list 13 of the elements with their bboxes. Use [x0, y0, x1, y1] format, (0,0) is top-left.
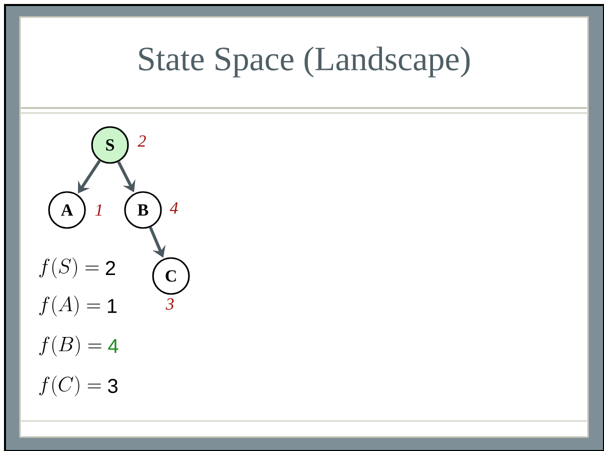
value: 3	[108, 378, 118, 394]
formula: $f(C) =$	[39, 376, 101, 396]
value: 1	[108, 299, 117, 313]
value: 4	[108, 339, 118, 353]
formula: $f(A) =$	[39, 296, 100, 316]
formula: $f(B) =$	[39, 336, 102, 356]
value: 2	[106, 261, 116, 275]
formula: $f(S) =$	[39, 258, 99, 278]
title: State Space (Landscape)	[139, 46, 470, 78]
heuristic-value: 2	[138, 135, 146, 147]
heuristic-value: 1	[95, 204, 102, 216]
heuristic-value: 3	[166, 298, 174, 310]
heuristic-value: 4	[170, 202, 178, 214]
